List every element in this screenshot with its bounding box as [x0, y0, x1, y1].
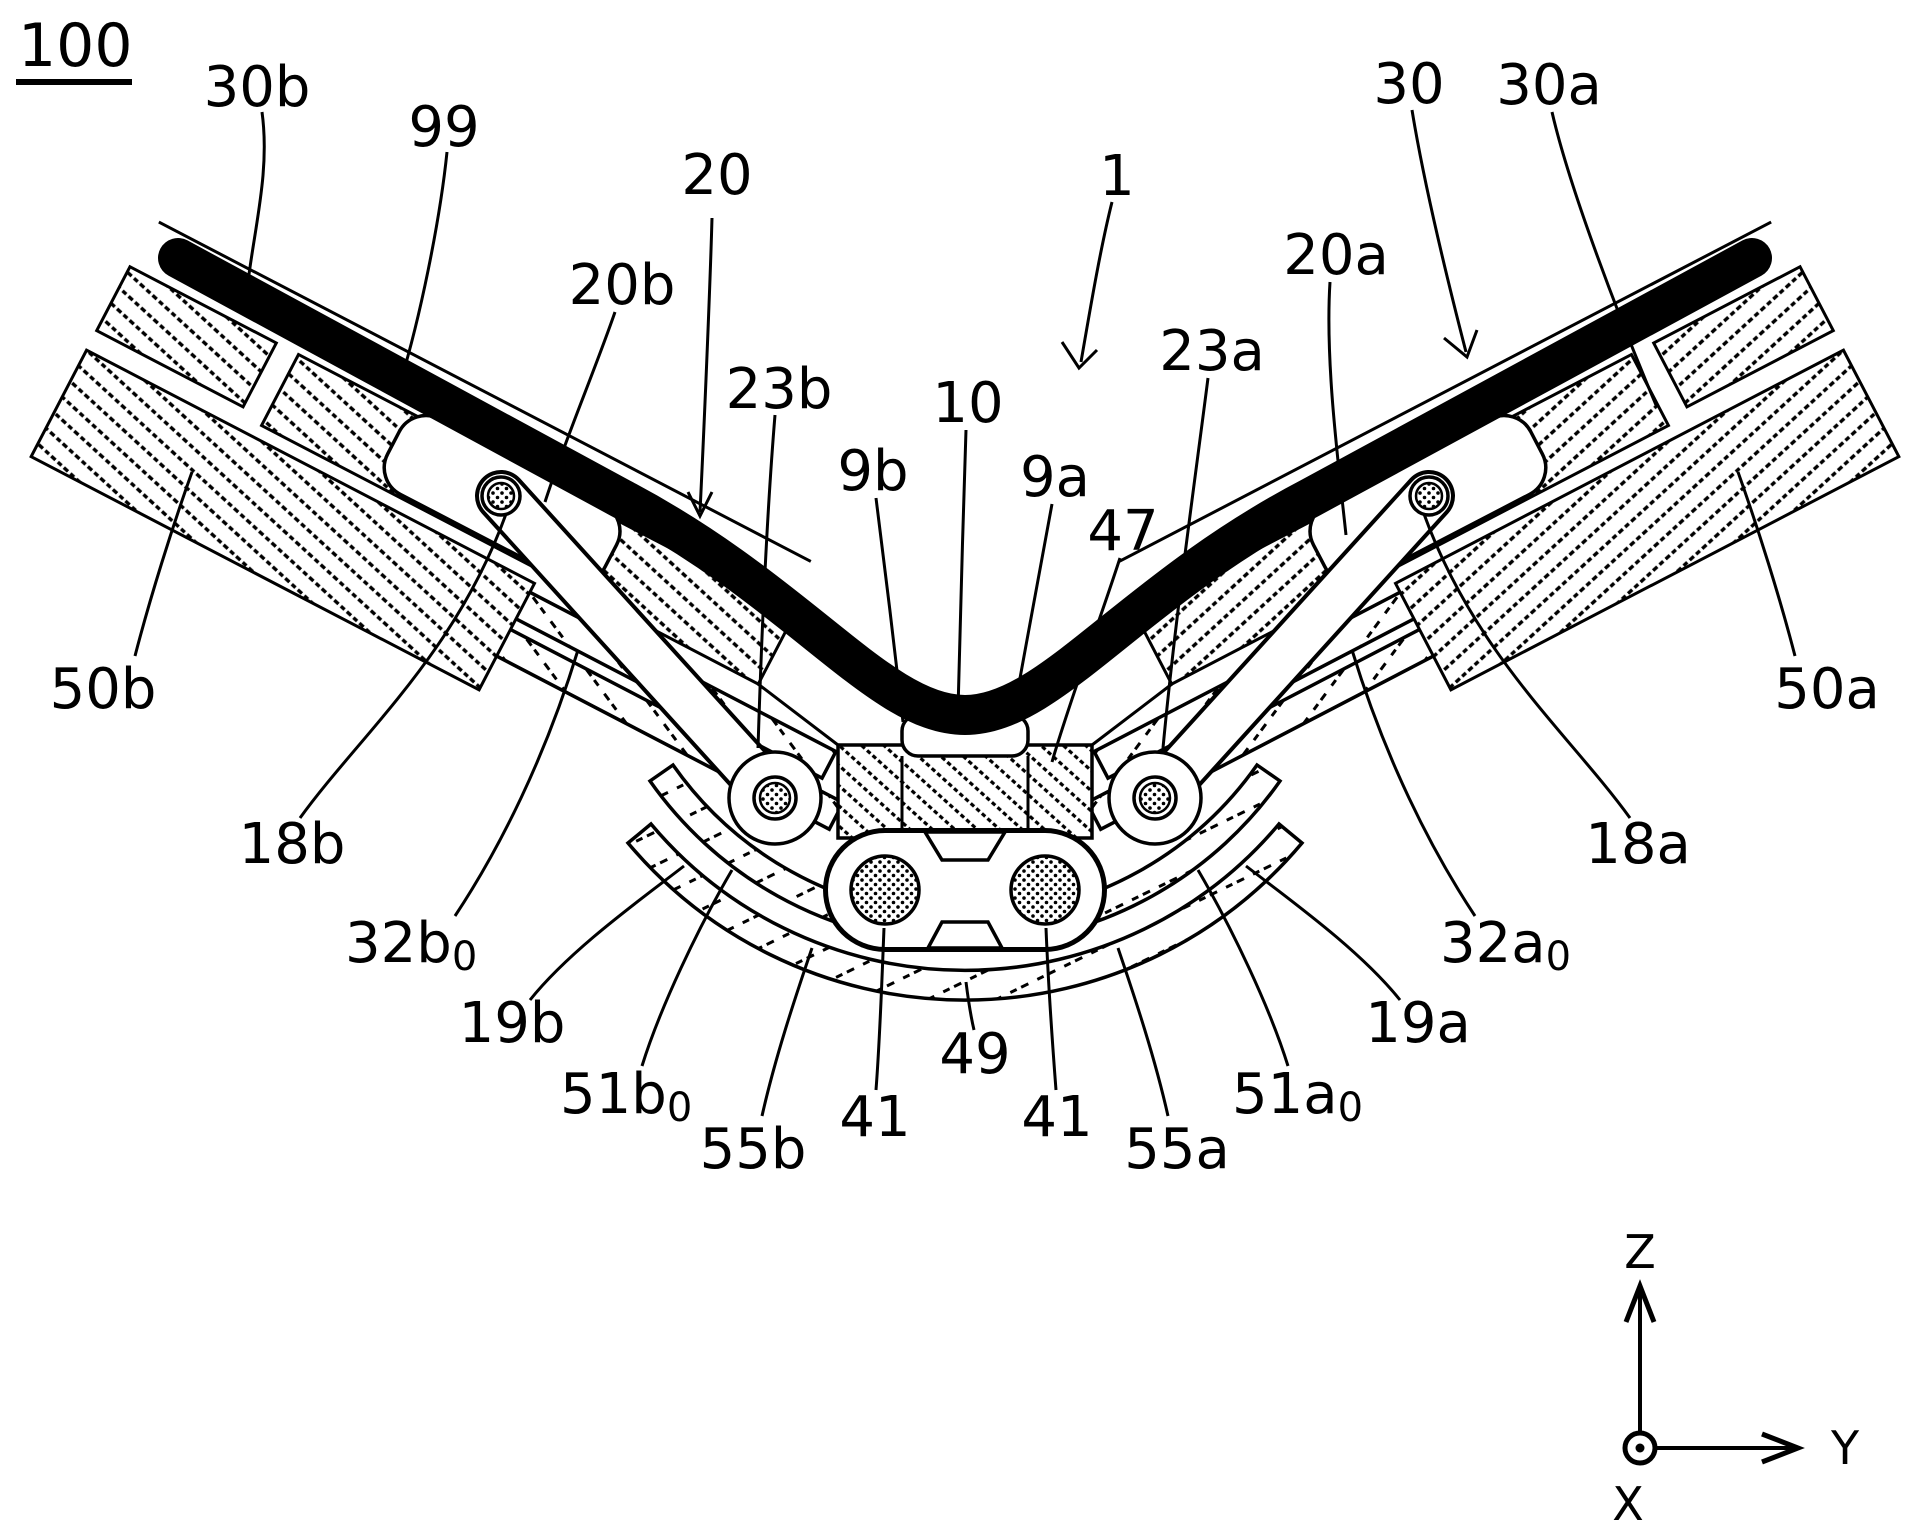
leader-99 — [396, 151, 449, 391]
label-50b: 50b — [50, 657, 157, 722]
label-23b: 23b — [726, 357, 833, 422]
label-47: 47 — [1087, 499, 1158, 564]
label-1: 1 — [1099, 144, 1135, 209]
leader-41-right — [1044, 927, 1058, 1091]
leader-47 — [1050, 557, 1122, 763]
label-50a: 50a — [1774, 657, 1880, 722]
link-32b — [475, 470, 801, 824]
label-55a: 55a — [1124, 1117, 1230, 1182]
arrowhead-30 — [1443, 329, 1479, 360]
label-51b0: 51b0 — [560, 1062, 692, 1131]
leader-1-arrow — [1079, 201, 1114, 363]
leader-18a — [1422, 513, 1632, 819]
label-18b: 18b — [239, 812, 346, 877]
pin-41-left — [849, 854, 921, 926]
label-19a: 19a — [1365, 991, 1471, 1056]
leader-20-arrow — [698, 217, 714, 513]
label-55b: 55b — [700, 1117, 807, 1182]
pin-41-right — [1009, 854, 1081, 926]
leader-10 — [956, 429, 968, 711]
label-51a0: 51a0 — [1232, 1062, 1363, 1131]
leader-49 — [964, 981, 976, 1031]
arrowhead-1 — [1060, 341, 1099, 371]
label-20a: 20a — [1283, 223, 1389, 288]
leader-51b0 — [640, 869, 734, 1067]
leader-18b — [298, 513, 508, 819]
axis-label-x: X — [1612, 1477, 1644, 1526]
label-9b: 9b — [837, 439, 908, 504]
leader-lines — [133, 109, 1797, 1117]
bracket-hatched-body — [836, 743, 1094, 840]
link-32a — [1129, 470, 1455, 824]
label-30: 30 — [1373, 52, 1444, 117]
leader-32a0 — [1350, 649, 1477, 917]
coordinate-axes: Z Y X — [1612, 1225, 1860, 1526]
leader-41-left — [874, 927, 886, 1091]
label-32b0: 32b0 — [345, 911, 477, 980]
label-23a: 23a — [1159, 319, 1265, 384]
z-axis-arrowhead — [1623, 1279, 1657, 1323]
figure-number-label: 100 — [18, 11, 133, 81]
cradle-arcs — [625, 762, 1305, 1002]
leader-55b — [760, 947, 814, 1117]
leader-50b — [133, 471, 194, 657]
cradle-arc-inner — [650, 765, 1280, 945]
leader-30b — [246, 111, 266, 283]
axis-label-y: Y — [1830, 1421, 1860, 1475]
label-20: 20 — [681, 143, 752, 208]
label-30a: 30a — [1496, 53, 1602, 118]
arrowhead-20 — [686, 491, 714, 520]
x-axis-origin-dot — [1635, 1443, 1645, 1453]
label-18a: 18a — [1585, 812, 1691, 877]
center-bone-link — [823, 828, 1107, 952]
display-band — [158, 238, 1772, 736]
label-41-right: 41 — [1021, 1085, 1092, 1150]
leader-23b — [756, 414, 777, 749]
leader-9a — [1010, 503, 1054, 723]
pivot-18b — [486, 481, 516, 511]
leader-20a — [1327, 281, 1348, 536]
leader-9b — [874, 497, 905, 723]
label-10: 10 — [932, 371, 1003, 436]
pin-23b — [758, 781, 792, 815]
label-20b: 20b — [569, 253, 676, 318]
bone-bottom-notch — [925, 920, 1005, 950]
bone-top-notch — [921, 830, 1009, 862]
reference-labels: 100 30b 99 20 20b 23b 10 9b 9a 47 1 23a … — [16, 11, 1880, 1182]
label-19b: 19b — [459, 991, 566, 1056]
label-49: 49 — [939, 1022, 1010, 1087]
leader-30-arrow — [1410, 109, 1468, 353]
leader-20b — [543, 311, 617, 503]
leader-50a — [1736, 471, 1797, 657]
y-axis-arrowhead — [1761, 1431, 1805, 1465]
leader-30a — [1550, 111, 1658, 406]
leader-51a0 — [1196, 869, 1290, 1067]
leader-23a — [1161, 377, 1210, 749]
leader-55a — [1116, 947, 1170, 1117]
axis-label-z: Z — [1624, 1225, 1656, 1279]
leader-32b0 — [453, 649, 580, 917]
label-30b: 30b — [204, 55, 311, 120]
pivot-18a — [1414, 481, 1444, 511]
leader-19b — [528, 864, 685, 1001]
label-41-left: 41 — [839, 1085, 910, 1150]
center-bracket — [757, 682, 1173, 840]
cradle-arc-outer — [628, 824, 1302, 1001]
pin-23a — [1138, 781, 1172, 815]
label-99: 99 — [408, 95, 479, 160]
label-9a: 9a — [1020, 445, 1090, 510]
leader-19a — [1245, 864, 1402, 1001]
label-32a0: 32a0 — [1440, 911, 1571, 980]
